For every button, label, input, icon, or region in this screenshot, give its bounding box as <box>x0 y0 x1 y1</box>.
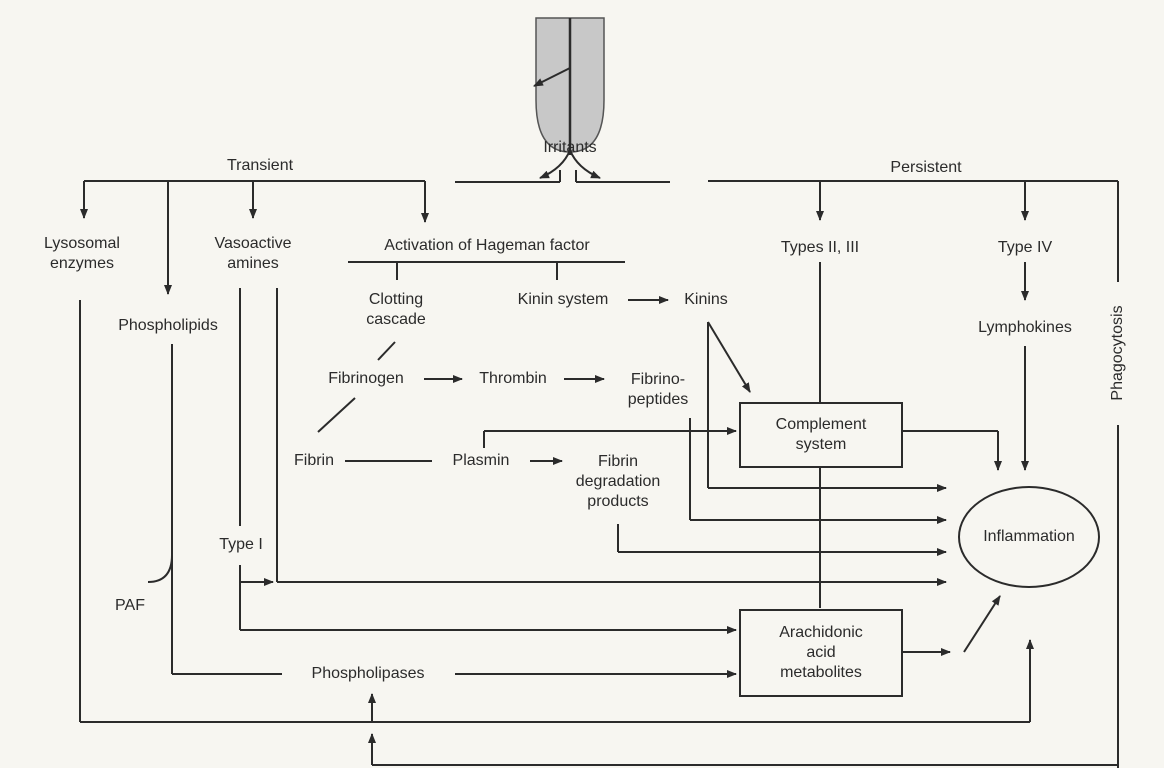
clotting-cascade-label: Clotting cascade <box>366 291 426 328</box>
fibrinopeptides-label: Fibrino- peptides <box>627 371 689 408</box>
irritants-label: Irritants <box>543 139 597 156</box>
type-iv-label: Type IV <box>997 239 1053 256</box>
lysosomal-enzymes-label: Lysosomal enzymes <box>44 235 120 272</box>
vasoactive-amines-label: Vasoactive amines <box>214 235 292 272</box>
types-ii-iii-label: Types II, III <box>780 239 860 256</box>
fibrinogen-label: Fibrinogen <box>328 370 404 387</box>
kinin-system-label: Kinin system <box>517 291 609 308</box>
fibrin-label: Fibrin <box>293 452 335 469</box>
persistent-label: Persistent <box>890 159 962 176</box>
complement-system-box: Complement system <box>739 402 903 468</box>
lymphokines-label: Lymphokines <box>978 319 1072 336</box>
kinins-label: Kinins <box>684 291 728 308</box>
fibrin-degradation-products-label: Fibrin degradation products <box>575 453 661 510</box>
phagocytosis-label: Phagocytosis <box>1109 305 1126 401</box>
phospholipids-label: Phospholipids <box>118 317 218 334</box>
hageman-factor-label: Activation of Hageman factor <box>384 237 590 254</box>
thrombin-label: Thrombin <box>479 370 547 387</box>
inflammation-node: Inflammation <box>958 486 1100 588</box>
phospholipases-label: Phospholipases <box>311 665 425 682</box>
type-i-label: Type I <box>219 536 263 553</box>
paf-label: PAF <box>115 597 145 614</box>
transient-label: Transient <box>226 157 294 174</box>
plasmin-label: Plasmin <box>452 452 510 469</box>
arachidonic-acid-metabolites-box: Arachidonic acid metabolites <box>739 609 903 697</box>
